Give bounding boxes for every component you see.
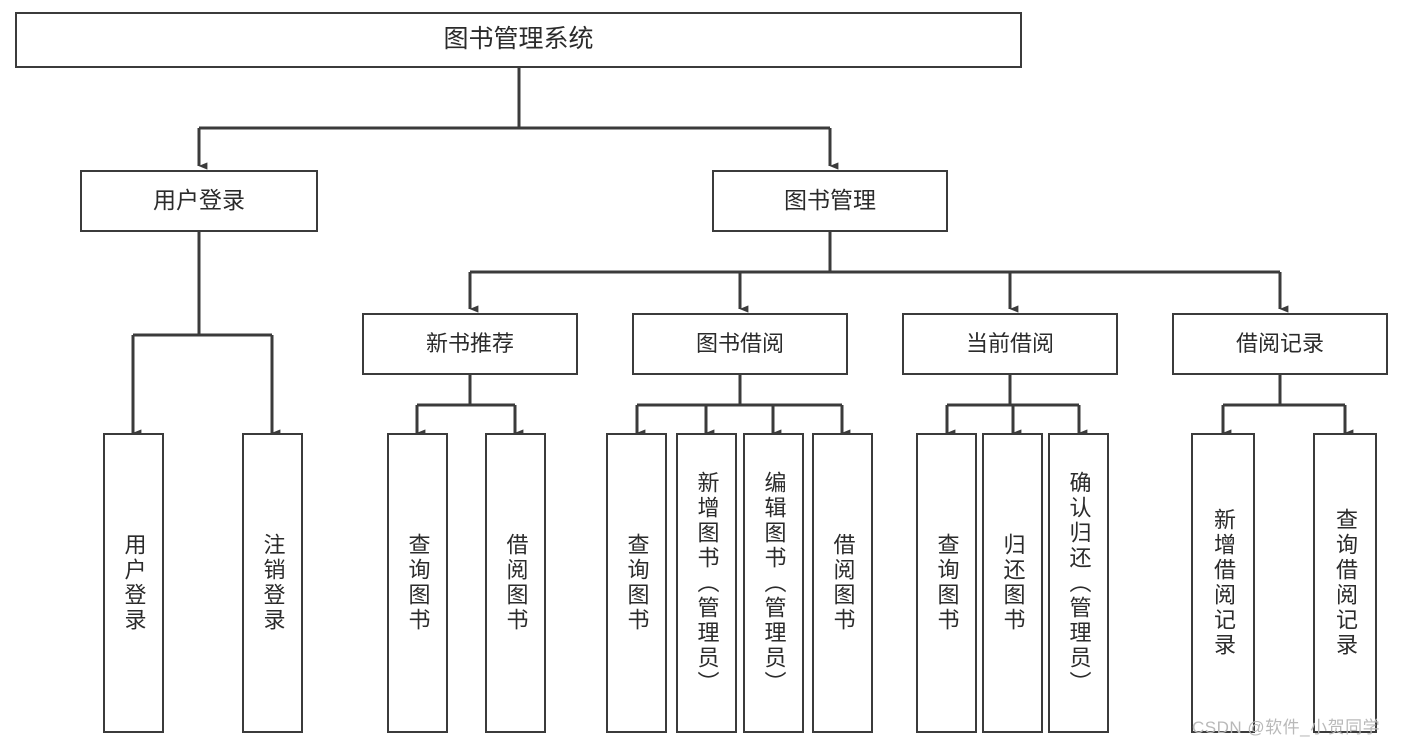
watermark-text: CSDN @软件_小贺同学	[1192, 718, 1381, 737]
node-leaf-confirm-return[interactable]: 确认归还（管理员）	[1048, 433, 1109, 733]
node-leaf-query-record[interactable]: 查询借阅记录	[1313, 433, 1377, 733]
node-leaf-return-book-label: 归还图书	[1000, 533, 1026, 633]
node-book-borrow-label: 图书借阅	[695, 331, 784, 357]
node-borrow-record-label: 借阅记录	[1235, 331, 1324, 357]
node-current-borrow[interactable]: 当前借阅	[902, 313, 1118, 375]
node-leaf-borrow-book[interactable]: 借阅图书	[812, 433, 873, 733]
node-leaf-query-record-label: 查询借阅记录	[1332, 508, 1358, 658]
node-new-book-recommend-label: 新书推荐	[425, 331, 514, 357]
node-leaf-query-book-borrow-label: 查询图书	[624, 533, 650, 633]
node-leaf-borrow-book-rec[interactable]: 借阅图书	[485, 433, 546, 733]
node-book-manage-label: 图书管理	[784, 187, 876, 214]
node-leaf-query-book-borrow[interactable]: 查询图书	[606, 433, 667, 733]
node-leaf-edit-book[interactable]: 编辑图书（管理员）	[743, 433, 804, 733]
node-book-manage[interactable]: 图书管理	[712, 170, 948, 232]
node-leaf-edit-book-label: 编辑图书（管理员）	[761, 470, 787, 696]
node-root-label: 图书管理系统	[443, 25, 594, 54]
node-new-book-recommend[interactable]: 新书推荐	[362, 313, 578, 375]
node-leaf-query-book-rec-label: 查询图书	[405, 533, 431, 633]
node-leaf-user-login-label: 用户登录	[121, 533, 147, 633]
node-current-borrow-label: 当前借阅	[965, 331, 1054, 357]
node-leaf-user-login[interactable]: 用户登录	[103, 433, 164, 733]
node-leaf-query-book-cur-label: 查询图书	[934, 533, 960, 633]
node-leaf-borrow-book-label: 借阅图书	[830, 533, 856, 633]
node-leaf-add-book-label: 新增图书（管理员）	[694, 470, 720, 696]
node-leaf-query-book-cur[interactable]: 查询图书	[916, 433, 977, 733]
node-borrow-record[interactable]: 借阅记录	[1172, 313, 1388, 375]
node-leaf-borrow-book-rec-label: 借阅图书	[503, 533, 529, 633]
node-user-login[interactable]: 用户登录	[80, 170, 318, 232]
node-book-borrow[interactable]: 图书借阅	[632, 313, 848, 375]
node-leaf-add-record[interactable]: 新增借阅记录	[1191, 433, 1255, 733]
node-user-login-label: 用户登录	[153, 187, 245, 214]
node-leaf-query-book-rec[interactable]: 查询图书	[387, 433, 448, 733]
node-root[interactable]: 图书管理系统	[15, 12, 1022, 68]
node-leaf-user-logout[interactable]: 注销登录	[242, 433, 303, 733]
node-leaf-confirm-return-label: 确认归还（管理员）	[1066, 470, 1092, 696]
node-leaf-add-record-label: 新增借阅记录	[1210, 508, 1236, 658]
node-leaf-return-book[interactable]: 归还图书	[982, 433, 1043, 733]
node-leaf-user-logout-label: 注销登录	[260, 533, 286, 633]
node-leaf-add-book[interactable]: 新增图书（管理员）	[676, 433, 737, 733]
